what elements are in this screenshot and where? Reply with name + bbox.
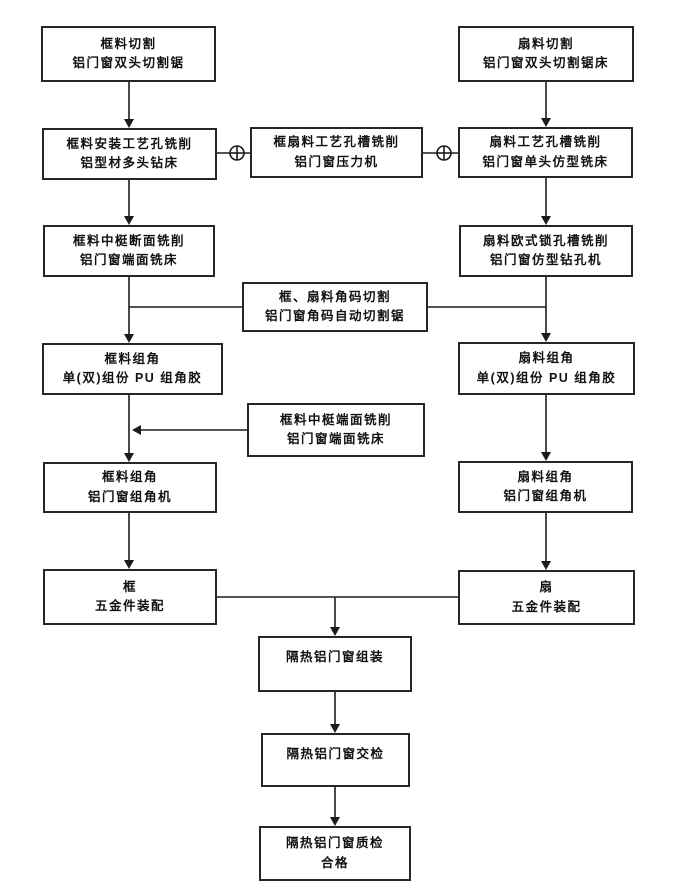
flow-node-sash-corner-glue: 扇料组角 单(双)组份 PU 组角胶: [458, 342, 635, 395]
node-text: 铝门窗端面铣床: [286, 432, 385, 446]
node-text: 合格: [320, 855, 349, 870]
node-text: 框、扇料角码切割: [278, 289, 391, 304]
flow-node-frame-corner-crimping: 框料组角 铝门窗组角机: [43, 462, 217, 513]
flow-node-frame-cutting: 框料切割 铝门窗双头切割锯: [41, 26, 216, 82]
flow-node-frame-mullion-end-milling: 框料中梃端面铣削 铝门窗端面铣床: [247, 403, 425, 457]
flow-node-frame-sash-hole-slot-milling: 框扇料工艺孔槽铣削 铝门窗压力机: [250, 127, 423, 178]
flow-node-sash-hole-slot-milling: 扇料工艺孔槽铣削 铝门窗单头仿型铣床: [458, 127, 633, 178]
node-text: 扇料组角: [518, 351, 575, 366]
flow-node-frame-install-hole-milling: 框料安装工艺孔铣削 铝型材多头钻床: [42, 128, 217, 180]
arrow-down-icon: [330, 724, 340, 733]
flow-node-frame-hardware-assembly: 框 五金件装配: [43, 569, 217, 625]
arrow-down-icon: [541, 118, 551, 127]
node-text: 五金件装配: [94, 599, 165, 613]
flow-node-frame-mullion-section-milling: 框料中梃断面铣削 铝门窗端面铣床: [43, 225, 215, 277]
node-text: 框料组角: [104, 351, 161, 366]
node-text: 铝门窗压力机: [294, 154, 379, 169]
node-text: 框料安装工艺孔铣削: [66, 136, 193, 151]
node-text: 扇料工艺孔槽铣削: [489, 135, 602, 150]
arrow-down-icon: [124, 560, 134, 569]
node-text: 框: [122, 579, 137, 594]
flow-node-sash-lock-slot-milling: 扇料欧式锁孔槽铣削 铝门窗仿型钻孔机: [459, 225, 633, 277]
arrow-down-icon: [124, 453, 134, 462]
node-text: 铝门窗角码自动切割锯: [264, 309, 405, 323]
node-text: 单(双)组份 PU 组角胶: [476, 370, 617, 385]
node-text: 框料中梃端面铣削: [279, 412, 392, 427]
flow-node-frame-corner-glue: 框料组角 单(双)组份 PU 组角胶: [42, 343, 223, 395]
arrow-down-icon: [541, 216, 551, 225]
node-text: 铝门窗单头仿型铣床: [482, 154, 609, 169]
node-text: 隔热铝门窗质检: [285, 836, 384, 851]
flow-node-corner-key-cutting: 框、扇料角码切割 铝门窗角码自动切割锯: [242, 282, 428, 332]
node-text: 框扇料工艺孔槽铣削: [273, 135, 400, 150]
node-text: 单(双)组份 PU 组角胶: [62, 371, 203, 385]
flow-node-delivery-inspection: 隔热铝门窗交检: [261, 733, 410, 787]
arrow-down-icon: [330, 627, 340, 636]
node-text: 铝门窗仿型钻孔机: [489, 253, 602, 267]
circle-plus-connector-icon: [436, 145, 452, 161]
node-text: 铝门窗双头切割锯床: [482, 56, 609, 70]
node-text: 扇料组角: [517, 469, 574, 484]
arrow-down-icon: [124, 119, 134, 128]
node-text: 铝门窗双头切割锯: [72, 56, 185, 70]
flow-node-sash-corner-crimping: 扇料组角 铝门窗组角机: [458, 461, 633, 513]
node-text: 扇: [539, 580, 554, 595]
circle-plus-connector-icon: [229, 145, 245, 161]
node-text: 铝型材多头钻床: [80, 156, 179, 170]
node-text: 隔热铝门窗组装: [285, 650, 384, 664]
flow-node-sash-cutting: 扇料切割 铝门窗双头切割锯床: [458, 26, 634, 82]
node-text: 铝门窗组角机: [87, 489, 172, 504]
arrow-down-icon: [330, 817, 340, 826]
node-text: 扇料切割: [517, 36, 574, 51]
arrow-down-icon: [124, 216, 134, 225]
node-text: 铝门窗组角机: [503, 489, 588, 503]
node-text: 扇料欧式锁孔槽铣削: [482, 233, 609, 248]
flow-node-sash-hardware-assembly: 扇 五金件装配: [458, 570, 635, 625]
node-text: 铝门窗端面铣床: [79, 253, 178, 267]
node-text: 隔热铝门窗交检: [286, 747, 385, 761]
arrow-down-icon: [541, 452, 551, 461]
arrow-down-icon: [541, 561, 551, 570]
node-text: 五金件装配: [511, 599, 582, 614]
node-text: 框料切割: [100, 36, 157, 51]
arrow-down-icon: [541, 333, 551, 342]
node-text: 框料组角: [101, 470, 158, 485]
arrow-left-icon: [132, 425, 141, 435]
flow-node-window-assembly: 隔热铝门窗组装: [258, 636, 412, 692]
arrow-down-icon: [124, 334, 134, 343]
node-text: 框料中梃断面铣削: [72, 233, 185, 248]
flow-node-quality-inspection: 隔热铝门窗质检 合格: [259, 826, 411, 881]
